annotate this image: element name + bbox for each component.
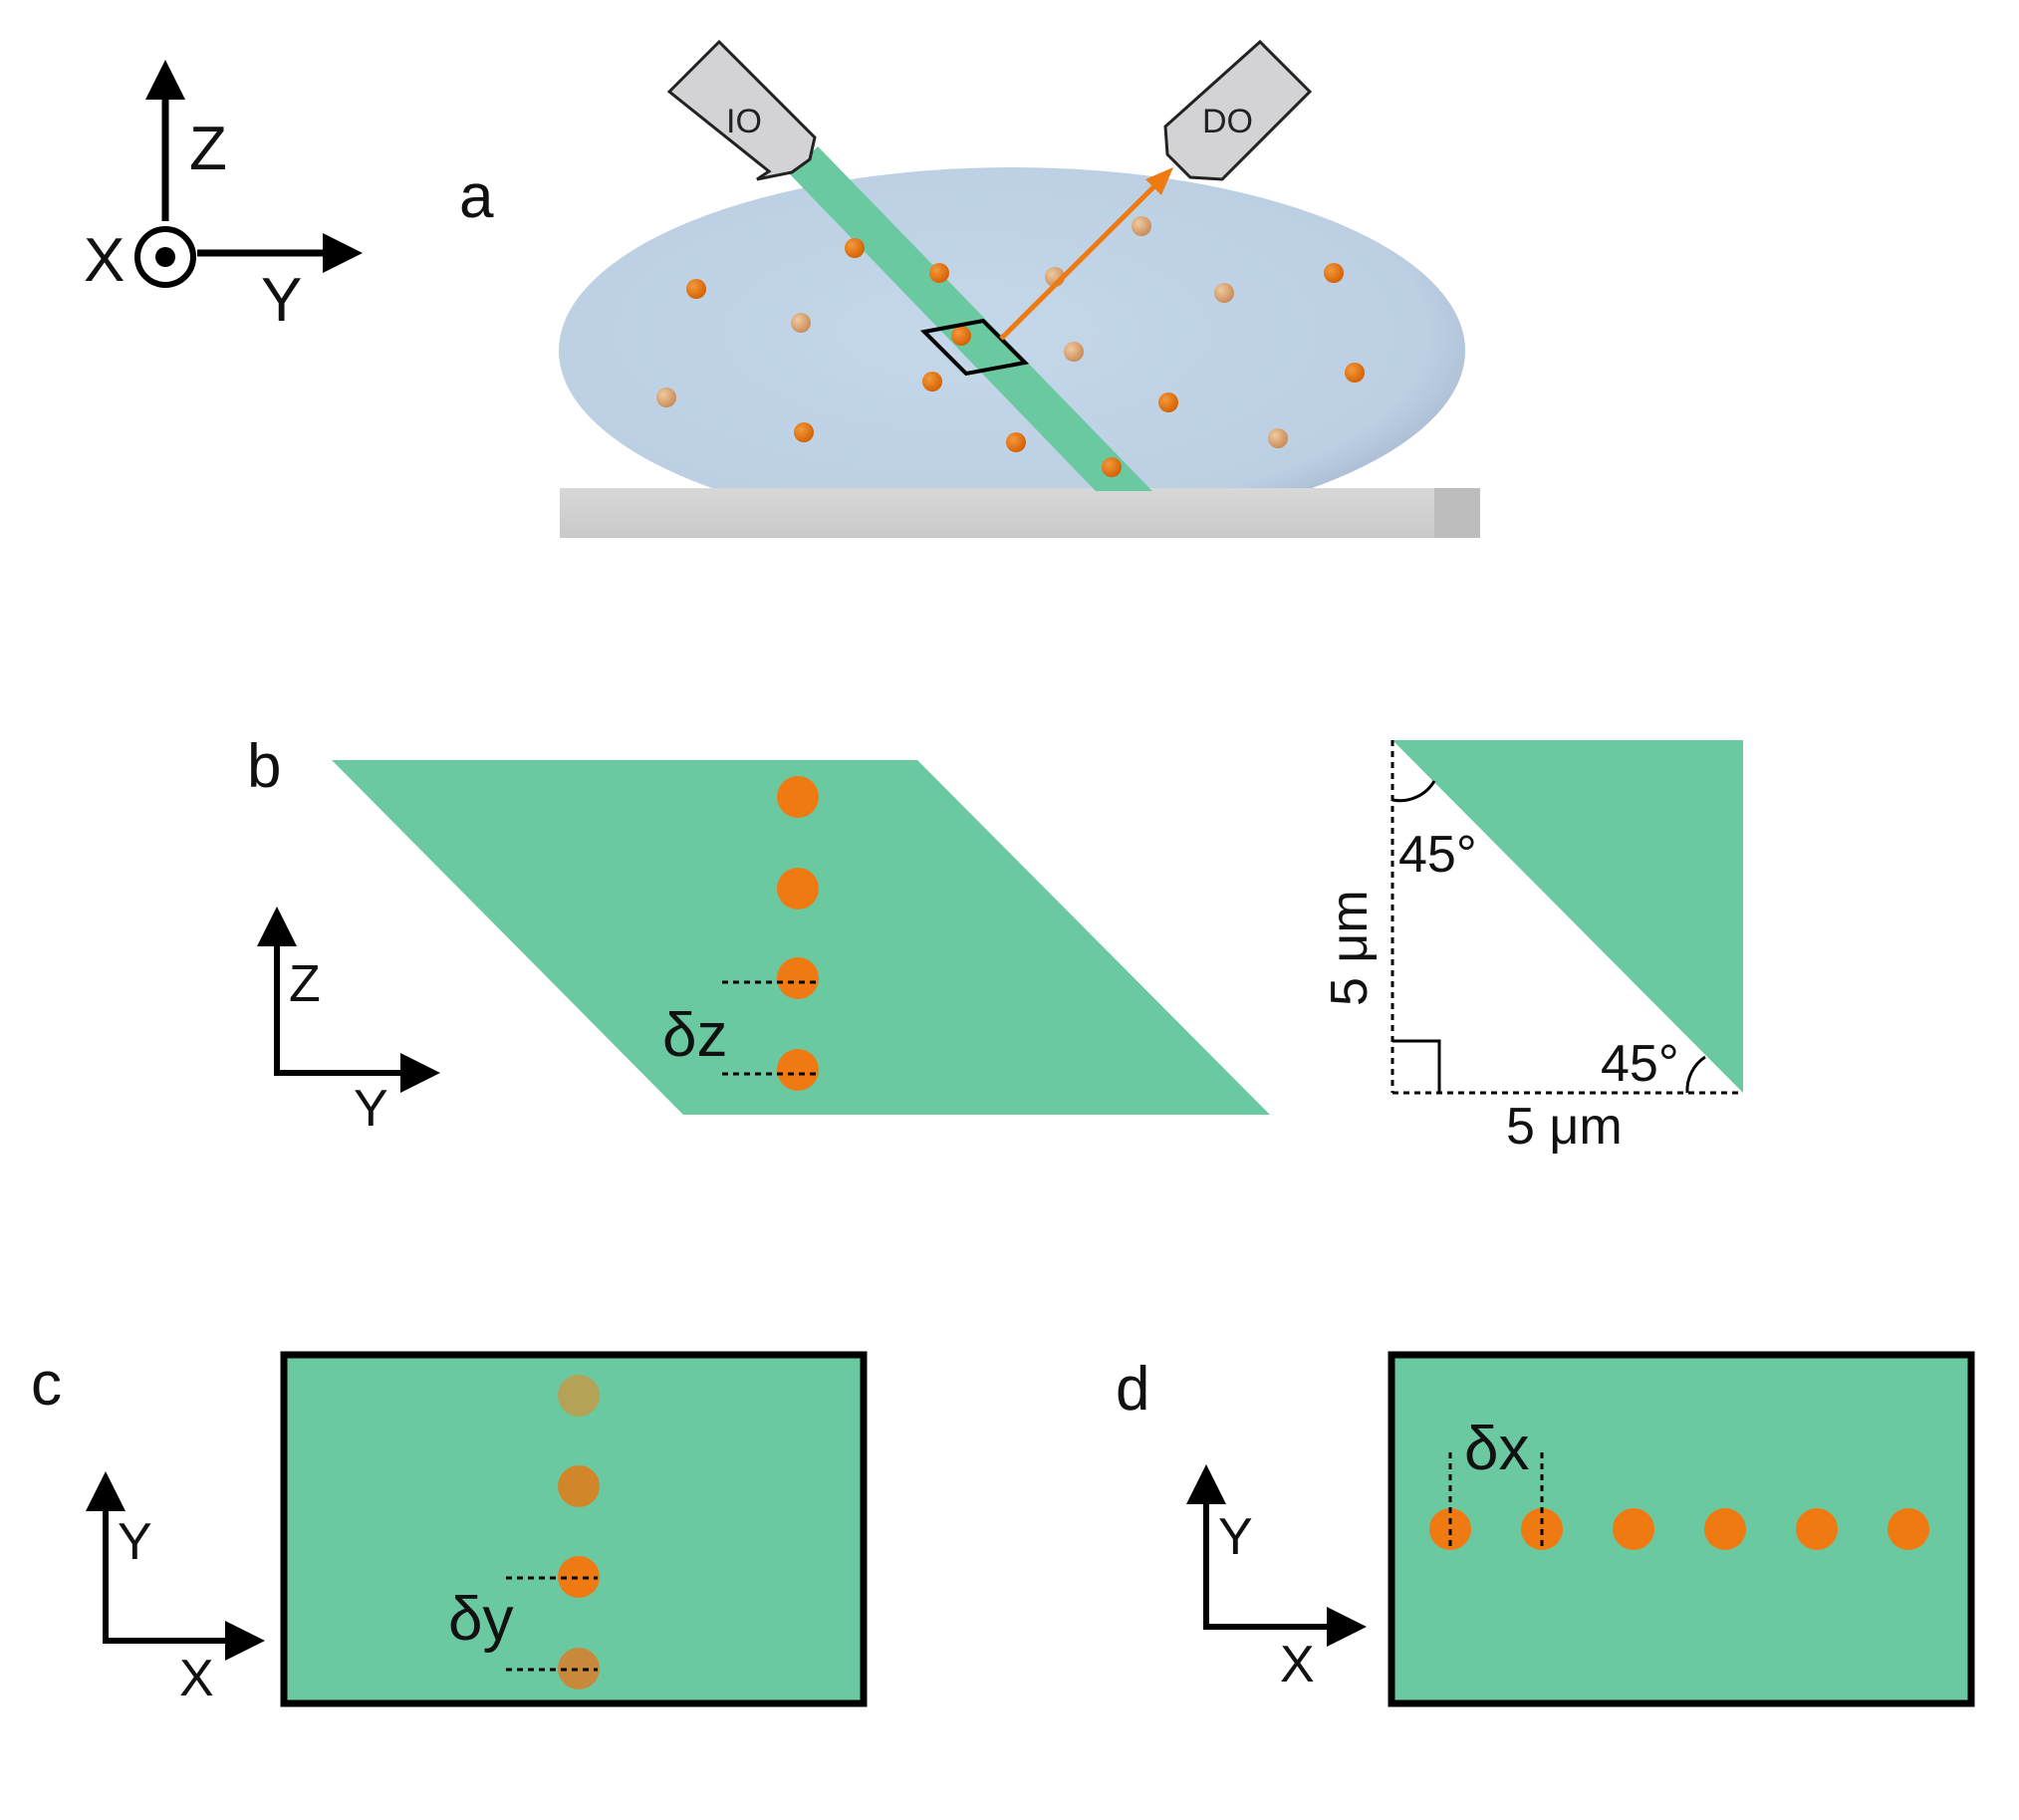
panel-d-axis-x: X — [1280, 1636, 1315, 1693]
particle — [777, 776, 819, 818]
particle — [1064, 342, 1084, 362]
delta-y-label: δy — [448, 1585, 514, 1654]
particle — [1796, 1508, 1838, 1550]
angle-arc-top — [1391, 780, 1436, 803]
panel-d-label: d — [1116, 1355, 1149, 1424]
particle — [845, 238, 865, 258]
top-axis-z-label: Z — [189, 115, 227, 183]
particle — [929, 263, 949, 283]
do-label: DO — [1202, 103, 1253, 140]
panel-b-label: b — [247, 732, 281, 801]
particle — [777, 868, 819, 910]
y-arrowhead — [400, 1053, 440, 1093]
delta-x-label: δx — [1464, 1415, 1530, 1483]
angle-arc-bottom — [1685, 1055, 1706, 1094]
particle — [558, 1648, 600, 1690]
light-sheet-cross-section — [332, 760, 1270, 1115]
panel-d-axis-y: Y — [1218, 1508, 1253, 1566]
particle — [1324, 263, 1344, 283]
particle — [558, 1375, 600, 1417]
y-arrowhead — [323, 233, 363, 273]
particle — [686, 279, 706, 299]
panel-a: a — [459, 39, 1480, 538]
particle — [656, 388, 676, 407]
panel-c-axis-y: Y — [118, 1513, 152, 1571]
y-arrowhead — [86, 1471, 126, 1511]
top-axes: Z X Y — [84, 60, 363, 335]
x-arrowhead — [1327, 1607, 1367, 1647]
particle — [1613, 1508, 1654, 1550]
panel-b-axis-y: Y — [354, 1080, 388, 1138]
particle — [558, 1465, 600, 1507]
z-arrowhead — [257, 907, 297, 946]
sheet-top-view — [1388, 1351, 1975, 1707]
z-arrowhead — [145, 60, 185, 100]
y-arrowhead — [1186, 1464, 1226, 1504]
particle — [794, 422, 814, 442]
imaging-plane-outline — [919, 318, 1030, 377]
particle — [922, 372, 942, 391]
io-label: IO — [726, 103, 762, 140]
particle — [951, 326, 971, 346]
panel-a-label: a — [459, 162, 494, 231]
delta-z-label: δz — [662, 1001, 728, 1070]
width-label: 5 μm — [1506, 1098, 1623, 1156]
angle-top-label: 45° — [1398, 826, 1477, 884]
particles — [656, 216, 1365, 477]
top-axis-y-label: Y — [261, 266, 302, 335]
emission-arrow — [999, 181, 1159, 341]
particle — [1345, 363, 1365, 383]
panel-d: d δx Y X — [1116, 1351, 1975, 1707]
particle — [1158, 392, 1178, 412]
particle — [1268, 428, 1288, 448]
particle — [777, 957, 819, 999]
height-label: 5 μm — [1321, 890, 1379, 1006]
particle — [1214, 283, 1234, 303]
particle — [1132, 216, 1151, 236]
panel-c-axis-x: X — [179, 1650, 214, 1707]
illumination-objective: IO — [666, 39, 817, 181]
particle — [1102, 457, 1122, 477]
panel-c-label: c — [31, 1350, 62, 1419]
panel-d-axes: Y X — [1186, 1464, 1367, 1693]
detection-objective: DO — [1163, 39, 1313, 181]
particle — [1704, 1508, 1746, 1550]
particle — [558, 1556, 600, 1598]
particle — [1888, 1508, 1929, 1550]
particle — [777, 1049, 819, 1091]
panel-b-axis-z: Z — [289, 955, 321, 1013]
substrate-slide — [560, 488, 1480, 538]
top-axis-x-label: X — [84, 226, 125, 295]
panel-b: b δz Z Y 45° 45° 5 μm 5 μm — [247, 732, 1743, 1156]
panel-c-axes: Y X — [86, 1471, 265, 1707]
angle-bottom-label: 45° — [1601, 1035, 1679, 1093]
angle-geometry: 45° 45° 5 μm 5 μm — [1321, 740, 1743, 1156]
right-angle-marker — [1392, 1039, 1441, 1093]
particle — [1006, 432, 1026, 452]
particle — [791, 313, 811, 333]
emission-arrowhead — [1145, 167, 1173, 195]
light-sheet-beam — [790, 146, 1152, 491]
x-arrowhead — [225, 1621, 265, 1661]
panel-c: c δy Y X — [31, 1350, 868, 1707]
panel-b-axes: Z Y — [257, 907, 440, 1138]
beam-edge-triangle — [1392, 740, 1743, 1093]
